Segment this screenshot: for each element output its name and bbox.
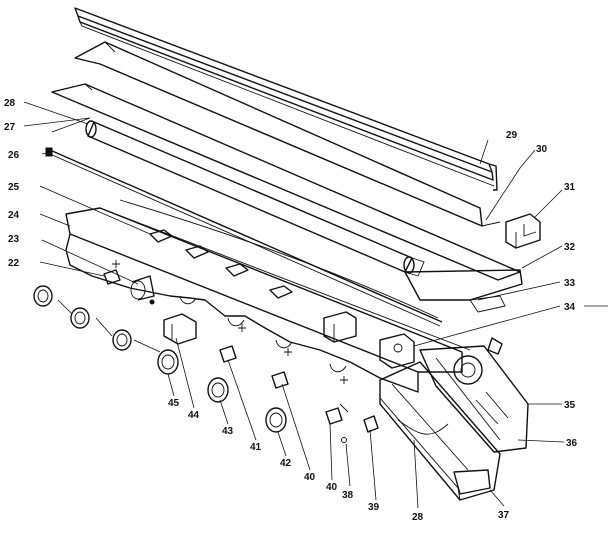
callout-35: 35 bbox=[564, 400, 576, 411]
callout-40: 40 bbox=[304, 472, 316, 483]
top-trim-rail bbox=[74, 7, 498, 191]
ballast bbox=[323, 311, 357, 343]
reflector-panel bbox=[74, 41, 501, 227]
callout-24: 24 bbox=[8, 210, 20, 221]
end-panel bbox=[404, 269, 523, 313]
fluorescent-tube bbox=[85, 120, 425, 277]
knob-set bbox=[33, 285, 287, 433]
callout-30: 30 bbox=[536, 144, 548, 155]
wire bbox=[119, 199, 439, 319]
callout-31: 31 bbox=[564, 182, 576, 193]
socket-clip-40 bbox=[271, 371, 289, 389]
callout-25: 25 bbox=[8, 182, 20, 193]
callout-28: 28 bbox=[4, 98, 16, 109]
callout-38: 38 bbox=[342, 490, 354, 501]
socket-clip-44 bbox=[163, 313, 197, 345]
leader-lines bbox=[23, 101, 608, 509]
callout-29: 29 bbox=[506, 130, 518, 141]
callout-36: 36 bbox=[566, 438, 578, 449]
callout-22: 22 bbox=[8, 258, 20, 269]
timer-module bbox=[419, 337, 529, 453]
end-bracket bbox=[505, 213, 541, 249]
callout-labels: 28 27 26 25 24 23 22 29 30 31 32 33 34 3… bbox=[4, 98, 578, 523]
callout-27: 27 bbox=[4, 122, 16, 133]
socket-clip-41 bbox=[219, 345, 237, 363]
callout-39: 39 bbox=[368, 502, 380, 513]
switch-assembly bbox=[379, 333, 415, 369]
callout-37-bottom: 37 bbox=[498, 510, 510, 521]
callout-41: 41 bbox=[250, 442, 262, 453]
callout-43: 43 bbox=[222, 426, 234, 437]
callout-32: 32 bbox=[564, 242, 576, 253]
screw-38 bbox=[341, 437, 347, 443]
callout-23: 23 bbox=[8, 234, 20, 245]
lamp-socket-left bbox=[103, 269, 155, 305]
callout-42: 42 bbox=[280, 458, 292, 469]
callout-44: 44 bbox=[188, 410, 200, 421]
callout-45: 45 bbox=[168, 398, 180, 409]
tray-wire bbox=[397, 419, 449, 435]
main-housing bbox=[65, 207, 471, 393]
lamp-rod bbox=[45, 147, 443, 327]
callout-28-bottom: 28 bbox=[412, 512, 424, 523]
socket-clip-40b bbox=[325, 403, 349, 425]
callout-34: 34 bbox=[564, 302, 576, 313]
callout-26: 26 bbox=[8, 150, 20, 161]
callout-33: 33 bbox=[564, 278, 576, 289]
callout-40-right: 40 bbox=[326, 482, 338, 493]
bottom-tray bbox=[379, 361, 501, 501]
screw-39 bbox=[363, 415, 379, 433]
